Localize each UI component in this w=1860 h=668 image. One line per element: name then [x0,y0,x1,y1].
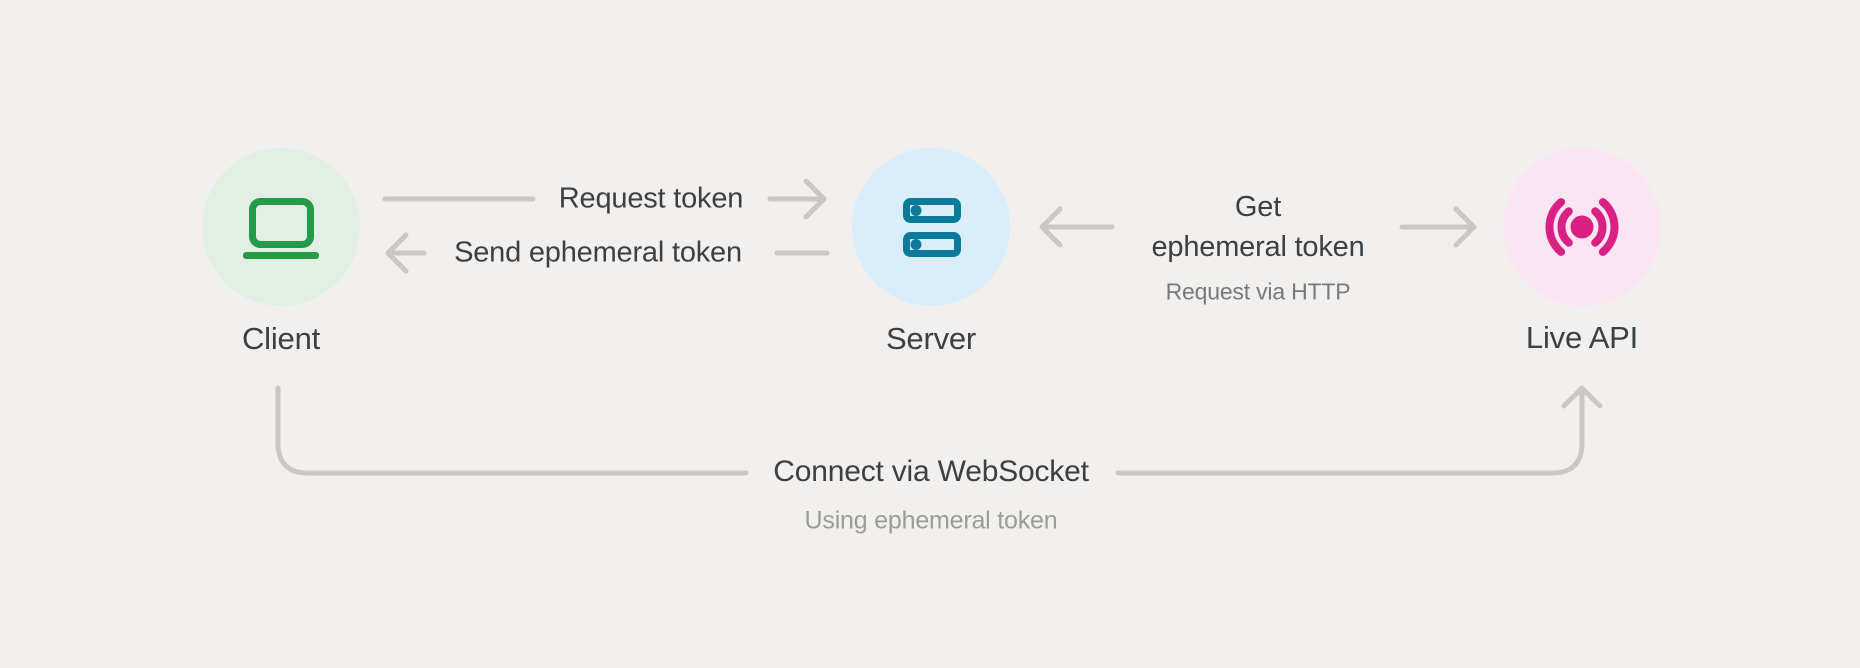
request-token-label: Request token [558,182,744,215]
node-client [202,148,360,306]
get-ephemeral-token-label-line1: Get [1234,191,1282,223]
send-ephemeral-token-label: Send ephemeral token [454,236,742,269]
send-token-arrow-icon [385,232,427,274]
node-live-api [1503,148,1661,306]
websocket-left-path [275,385,749,476]
server-icon [902,198,961,257]
node-client-label: Client [241,321,321,356]
node-server-label: Server [885,321,977,356]
broadcast-icon [1545,198,1619,256]
using-ephemeral-token-sublabel: Using ephemeral token [804,506,1058,535]
get-token-left-arrow-icon [1039,206,1115,248]
request-via-http-sublabel: Request via HTTP [1165,278,1351,305]
get-token-right-arrow-icon [1399,206,1477,248]
get-ephemeral-token-label-line2: ephemeral token [1151,231,1365,263]
node-server [852,148,1010,306]
websocket-right-path [1115,390,1585,476]
websocket-up-arrow-icon [1561,385,1603,409]
request-token-arrow-icon [767,178,827,220]
connect-via-websocket-label: Connect via WebSocket [773,455,1089,488]
laptop-icon [243,198,319,259]
node-live-api-label: Live API [1525,320,1639,355]
get-ephemeral-token-label: Get ephemeral token [1151,187,1364,267]
